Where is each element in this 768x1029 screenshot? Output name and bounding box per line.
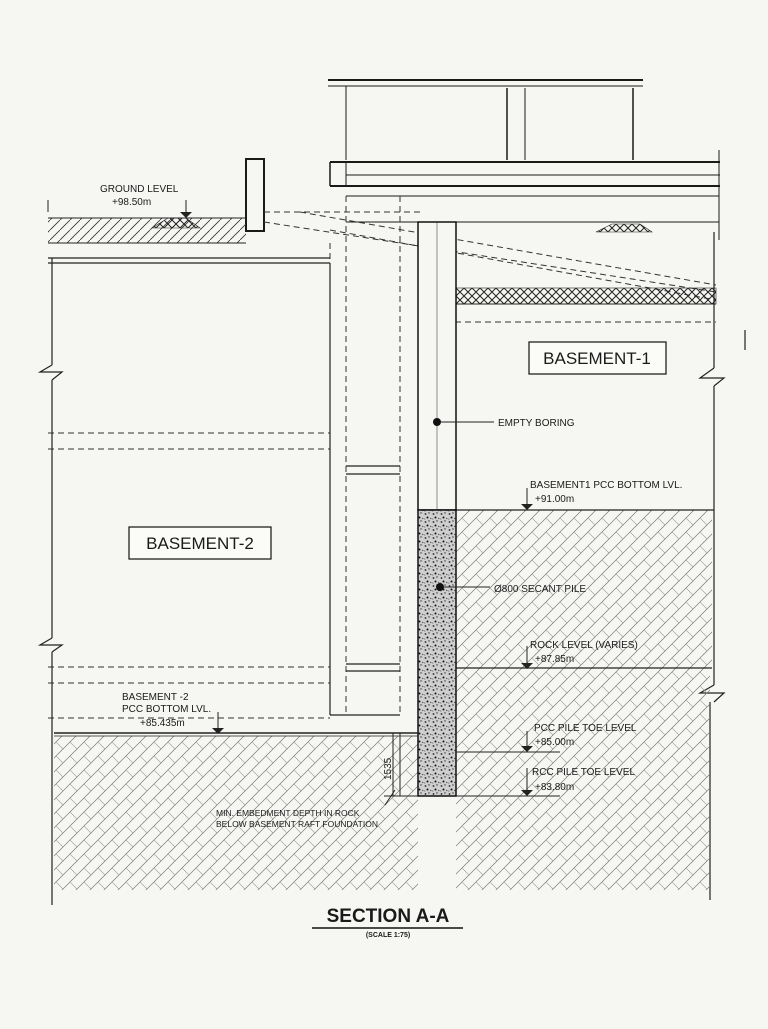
top-structure (245, 79, 720, 240)
rock-level-value: +87.85m (535, 654, 574, 665)
scale-note: (SCALE 1:75) (366, 932, 410, 939)
rcc-pile-toe-label: RCC PILE TOE LEVEL (532, 767, 635, 778)
secant-pile (399, 221, 457, 797)
pcc-pile-toe-label: PCC PILE TOE LEVEL (534, 723, 637, 734)
rock-level-label: ROCK LEVEL (VARIES) (530, 640, 638, 651)
basement1-label: BASEMENT-1 (543, 349, 651, 368)
section-title: SECTION A-A (327, 906, 450, 927)
basement2-label: BASEMENT-2 (146, 534, 254, 553)
b2-pcc-line1: BASEMENT -2 (122, 692, 189, 703)
pcc-pile-toe-value: +85.00m (535, 737, 574, 748)
ground-level-label: GROUND LEVEL (100, 184, 179, 195)
basement1-slab-band (419, 287, 717, 305)
rcc-pile-toe-value: +83.80m (535, 782, 574, 793)
rock-strata (54, 509, 714, 890)
ground-surface (47, 200, 653, 244)
embedment-note-line2: BELOW BASEMENT RAFT FOUNDATION (216, 819, 378, 829)
b2-pcc-value: +85.435m (140, 718, 185, 729)
b1-pcc-value: +91.00m (535, 494, 574, 505)
embedment-dimension: 1535 (383, 757, 394, 780)
level-triangles (212, 504, 533, 796)
embedment-note-line1: MIN. EMBEDMENT DEPTH IN ROCK (216, 808, 360, 818)
secant-pile-label: Ø800 SECANT PILE (494, 584, 586, 595)
b2-pcc-line2: PCC BOTTOM LVL. (122, 704, 211, 715)
b1-pcc-label: BASEMENT1 PCC BOTTOM LVL. (530, 480, 682, 491)
basement2-walls (329, 263, 400, 716)
empty-boring-label: EMPTY BORING (498, 418, 575, 429)
basement1-label-box (528, 341, 667, 375)
basement2-label-box (128, 526, 272, 560)
level-markers (217, 421, 560, 806)
ground-level-value: +98.50m (112, 197, 151, 208)
